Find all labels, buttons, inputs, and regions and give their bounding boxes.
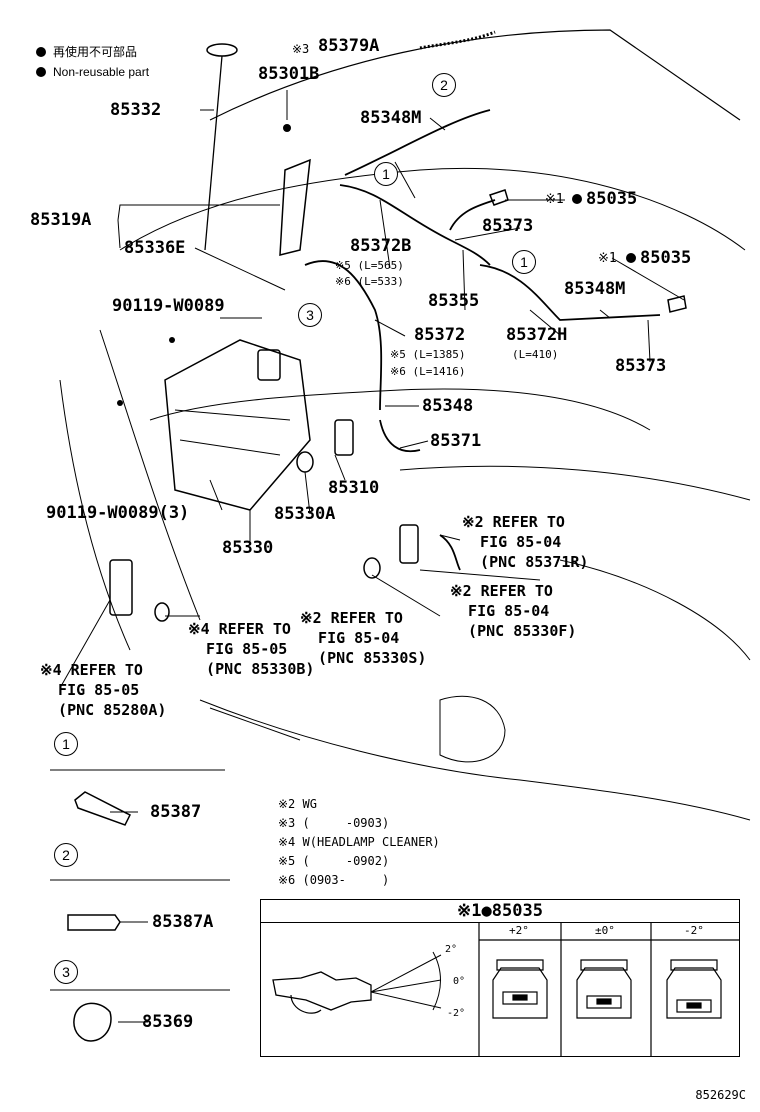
nozzle-box-title: ※1●85035 <box>261 900 739 923</box>
callout-1-circle: 1 <box>512 250 536 274</box>
hose-85372B <box>339 184 491 266</box>
angle-minus2: -2° <box>447 1008 466 1019</box>
label-85372-note2: ※6 (L=1416) <box>390 365 466 378</box>
headlamp-outline <box>439 695 506 763</box>
legend: 再使用不可部品 Non-reusable part <box>36 42 149 82</box>
figure-code: 852629C <box>695 1088 746 1102</box>
label-85371: 85371 <box>430 431 482 451</box>
label-85372B-note2: ※6 (L=533) <box>335 275 404 288</box>
nozzle-85035-top <box>489 189 509 206</box>
filler-pipe <box>279 158 311 256</box>
detail-2-circle: 2 <box>54 843 78 867</box>
ref-85330F: ※2 REFER TO FIG 85-04 (PNC 85330F) <box>450 582 577 640</box>
bumper-outline <box>149 388 651 431</box>
label-85379A-mark: ※3 <box>292 42 310 56</box>
nozzle-front-zero <box>576 959 632 1019</box>
label-90119-W0089-bottom: 90119-W0089(3) <box>46 503 190 523</box>
legend-jp: 再使用不可部品 <box>53 45 138 59</box>
label-85310: 85310 <box>328 478 380 498</box>
washer-tank-body <box>164 339 311 511</box>
label-85301B: 85301B <box>258 64 320 84</box>
col-minus2: -2° <box>684 924 704 937</box>
ref-85330B: ※4 REFER TO FIG 85-05 (PNC 85330B) <box>188 620 315 678</box>
ref-85371R: ※2 REFER TO FIG 85-04 (PNC 85371R) <box>462 513 589 571</box>
label-85348M-top: 85348M <box>360 108 422 128</box>
label-85379A: 85379A <box>318 36 380 56</box>
note-2: ※3 ( -0903) <box>278 816 390 830</box>
col-zero: ±0° <box>595 924 615 937</box>
label-85035-top-mark: ※1 <box>545 192 564 207</box>
callout-3-circle: 3 <box>298 303 322 327</box>
hose-85372H <box>479 264 661 321</box>
nozzle-adjust-box: ※1●85035 <box>260 899 740 1057</box>
note-3: ※4 W(HEADLAMP CLEANER) <box>278 835 440 849</box>
label-85035-mid: 85035 <box>640 248 692 268</box>
coil-85379A <box>419 30 496 50</box>
label-85369: 85369 <box>142 1012 194 1032</box>
label-85355: 85355 <box>428 291 480 311</box>
legend-en: Non-reusable part <box>53 65 150 79</box>
label-85319A: 85319A <box>30 210 92 230</box>
label-85330: 85330 <box>222 538 274 558</box>
label-85387: 85387 <box>150 802 202 822</box>
label-85373-top: 85373 <box>482 216 534 236</box>
fender-outline <box>119 167 746 251</box>
pump-right <box>399 524 419 564</box>
nozzle-front-minus2 <box>666 959 722 1019</box>
callout-2-circle: 2 <box>432 73 456 97</box>
non-reusable-dot-icon <box>36 67 46 77</box>
hose-85371 <box>379 419 421 453</box>
ref-85330S: ※2 REFER TO FIG 85-04 (PNC 85330S) <box>300 609 427 667</box>
callout-1-circle: 1 <box>374 162 398 186</box>
label-85348: 85348 <box>422 396 474 416</box>
label-90119-W0089-top: 90119-W0089 <box>112 296 225 316</box>
angle-plus2: 2° <box>445 944 458 955</box>
label-85035-top: 85035 <box>586 189 638 209</box>
label-85035-mid-mark: ※1 <box>598 251 617 266</box>
clip-85369-shape <box>73 1002 112 1042</box>
nozzle-front-plus2 <box>492 959 548 1019</box>
note-4: ※5 ( -0902) <box>278 854 390 868</box>
nozzle-85035-mid <box>667 295 687 313</box>
label-85332: 85332 <box>110 100 162 120</box>
hose-85372 <box>304 260 383 411</box>
hose-top <box>344 109 491 176</box>
nozzle-box-drawing <box>272 922 739 1056</box>
angle-zero: 0° <box>453 976 466 987</box>
hood-outline <box>209 29 741 121</box>
label-85372: 85372 <box>414 325 466 345</box>
label-85372B: 85372B <box>350 236 412 256</box>
bumper-lower <box>199 699 751 821</box>
clip-85387A-shape <box>67 914 121 931</box>
pump-85310 <box>334 419 354 456</box>
footnotes: ※2 WG ※3 ( -0903) ※4 W(HEADLAMP CLEANER)… <box>278 795 440 890</box>
label-85348M-right: 85348M <box>564 279 626 299</box>
leader-lines <box>50 90 685 1023</box>
label-85387A: 85387A <box>152 912 214 932</box>
detail-1-circle: 1 <box>54 732 78 756</box>
note-1: ※2 WG <box>278 797 317 811</box>
col-plus2: +2° <box>509 924 529 937</box>
label-85372H-note: (L=410) <box>512 348 559 361</box>
ref-85280A: ※4 REFER TO FIG 85-05 (PNC 85280A) <box>40 661 167 719</box>
hose-85373-top <box>449 199 496 231</box>
label-85330A: 85330A <box>274 504 336 524</box>
label-85372B-note1: ※5 (L=565) <box>335 259 404 272</box>
non-reusable-dot-icon <box>572 194 582 204</box>
label-85372H: 85372H <box>506 325 568 345</box>
label-85373-right: 85373 <box>615 356 667 376</box>
non-reusable-dot-icon <box>36 47 46 57</box>
non-reusable-dot-icon <box>626 253 636 263</box>
clip-85387-shape <box>74 791 132 826</box>
body-line-2 <box>99 329 201 621</box>
label-85372-note1: ※5 (L=1385) <box>390 348 466 361</box>
grille-line <box>399 465 751 501</box>
pump-left <box>109 559 133 616</box>
label-85336E: 85336E <box>124 238 186 258</box>
fender-edge <box>559 559 751 661</box>
detail-3-circle: 3 <box>54 960 78 984</box>
note-5: ※6 (0903- ) <box>278 873 390 887</box>
